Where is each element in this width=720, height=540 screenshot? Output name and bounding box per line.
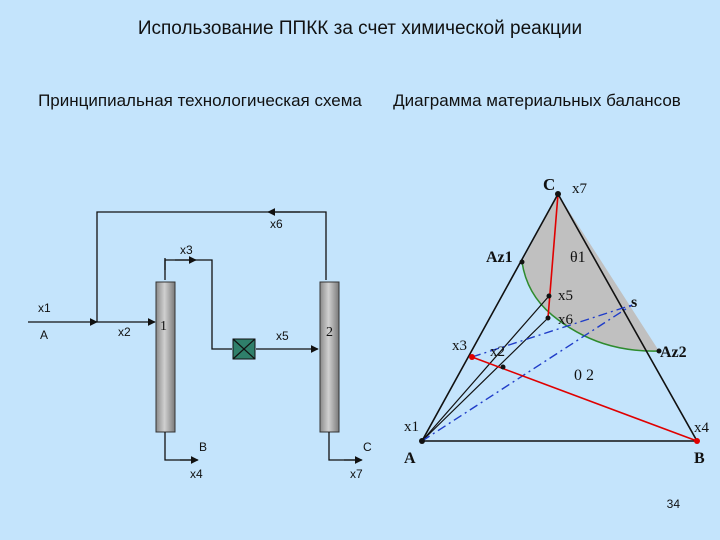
blue-line-lower: [421, 304, 633, 442]
column-2: [319, 281, 340, 433]
tri-label-b: B: [694, 450, 705, 467]
tri-label-x5: x5: [558, 288, 573, 304]
process-scheme: x1 A x2 1 x3 x5 2 x6 B x4 C x7: [28, 208, 372, 481]
tri-label-x4: x4: [694, 420, 710, 436]
triangle-outline: [420, 192, 699, 442]
point-az2: [656, 348, 662, 354]
tri-label-x7: x7: [572, 181, 588, 197]
label-x4: x4: [190, 467, 203, 481]
tri-label-s: s: [631, 294, 637, 311]
label-x3: x3: [180, 243, 193, 257]
label-x6: x6: [270, 217, 283, 231]
tri-label-x6: x6: [558, 312, 574, 328]
balance-diagram: C x7 Az1 θ1 x5 x6 s Az2 x3 x2 0 2 x1 A x…: [404, 175, 710, 467]
slide-title: Использование ППКК за счет химической ре…: [137, 18, 583, 39]
point-x5: [546, 293, 552, 299]
tri-label-x3: x3: [452, 338, 467, 354]
tri-label-c: C: [543, 175, 555, 194]
separatrix-curve: [521, 261, 660, 352]
point-b: [694, 438, 700, 444]
column-1: [155, 281, 176, 433]
point-x2: [500, 364, 506, 370]
point-c: [555, 191, 561, 197]
page-number: 34: [666, 497, 680, 511]
blue-line-upper: [471, 304, 633, 358]
label-x1: x1: [38, 301, 51, 315]
tri-label-az1: Az1: [486, 249, 513, 266]
scheme-heading: Принципиальная технологическая схема: [38, 91, 362, 110]
label-col2: 2: [326, 325, 333, 340]
line-a-x5: [421, 295, 550, 442]
bottoms-line-b: [164, 432, 196, 461]
tri-label-x2: x2: [490, 344, 505, 360]
bottoms-line-c: [328, 432, 360, 461]
label-col1: 1: [160, 319, 167, 334]
tri-label-theta1: θ1: [570, 249, 586, 266]
label-x7: x7: [350, 467, 363, 481]
label-c: C: [363, 440, 372, 454]
tri-label-theta2: 0 2: [574, 367, 594, 384]
tri-label-az2: Az2: [660, 344, 687, 361]
point-x3: [469, 354, 475, 360]
red-line-x3-b: [471, 356, 698, 442]
label-x5: x5: [276, 329, 289, 343]
label-x2: x2: [118, 325, 131, 339]
label-a: A: [40, 328, 48, 342]
point-x6: [545, 315, 551, 321]
tri-label-a: A: [404, 450, 416, 467]
recycle-line-x6: [96, 211, 327, 322]
point-az1: [519, 259, 525, 265]
tri-label-x1: x1: [404, 419, 419, 435]
point-a: [419, 438, 425, 444]
label-b: B: [199, 440, 207, 454]
diagram-heading: Диаграмма материальных балансов: [393, 91, 681, 110]
grey-region: [522, 194, 659, 352]
line-a-x6: [421, 317, 549, 442]
